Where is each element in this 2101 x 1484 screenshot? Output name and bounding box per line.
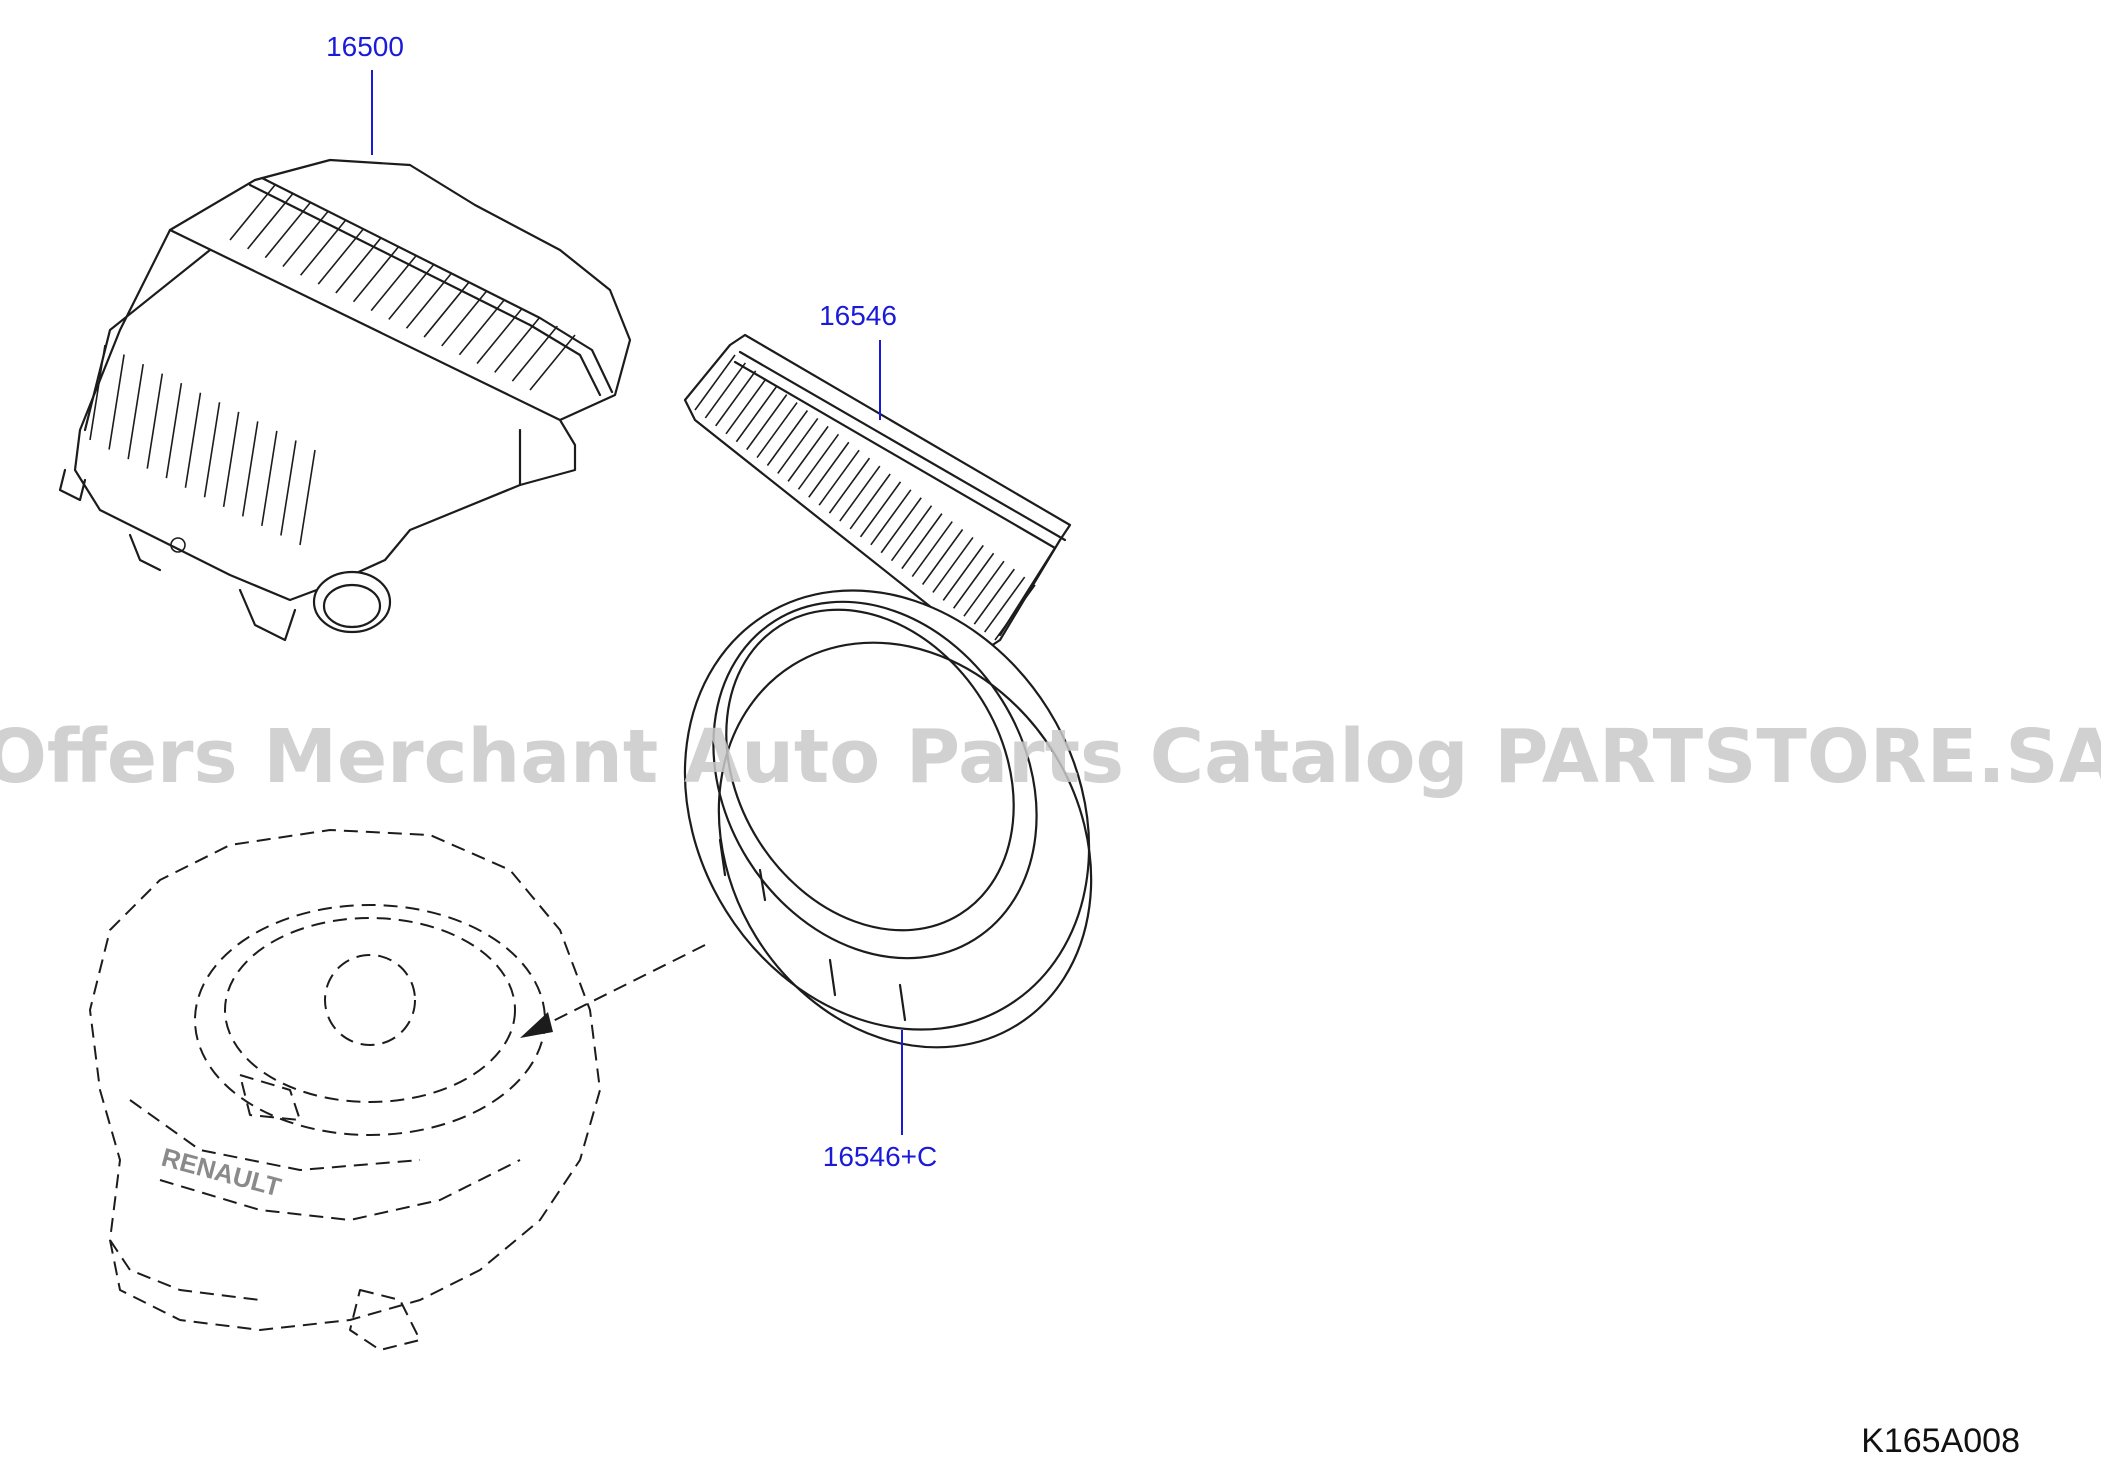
fitment-arrow	[520, 944, 706, 1038]
part-number-16546-c[interactable]: 16546+C	[823, 1141, 937, 1172]
air-cleaner-housing[interactable]	[58, 158, 632, 642]
engine-reference-outline: RENAULT	[89, 829, 601, 1351]
part-number-16546[interactable]: 16546	[819, 300, 897, 331]
engine-logo-text: RENAULT	[158, 1142, 284, 1203]
callout-16546-c[interactable]: 16546+C	[823, 1030, 937, 1172]
filter-pleats	[694, 354, 1036, 641]
panel-air-filter[interactable]	[683, 333, 1072, 652]
watermark-text: Offers Merchant Auto Parts Catalog PARTS…	[0, 714, 2101, 800]
figure-code: K165A008	[1861, 1422, 2020, 1460]
round-air-filter[interactable]	[604, 514, 1170, 1117]
part-number-16500[interactable]: 16500	[326, 31, 404, 62]
callout-16500[interactable]: 16500	[326, 31, 404, 155]
callout-16546[interactable]: 16546	[819, 300, 897, 420]
